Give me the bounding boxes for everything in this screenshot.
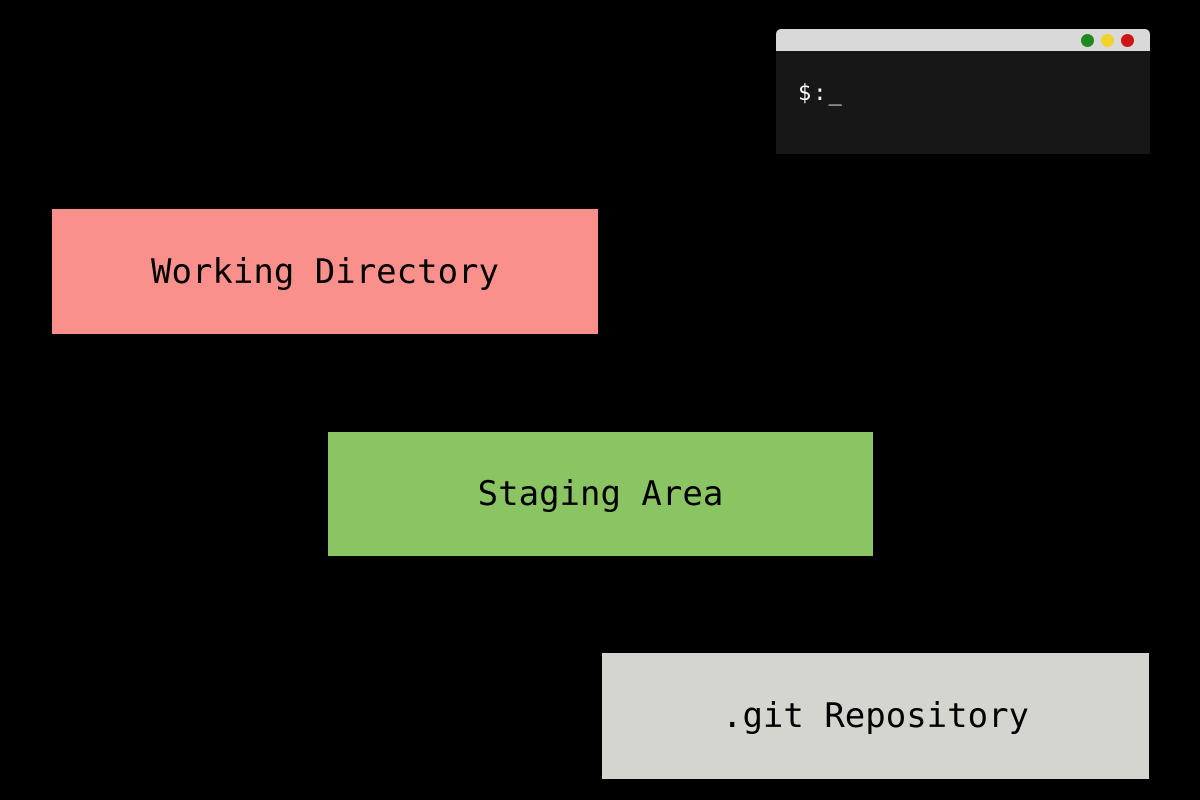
terminal-body: $:_ bbox=[776, 51, 1150, 154]
window-yellow-button-icon bbox=[1101, 33, 1114, 47]
box-staging-area: Staging Area bbox=[328, 432, 873, 556]
window-red-button-icon bbox=[1121, 33, 1134, 47]
terminal-titlebar bbox=[776, 29, 1150, 51]
box-git-repository: .git Repository bbox=[602, 653, 1149, 779]
staging-area-label: Staging Area bbox=[477, 474, 724, 514]
window-green-button-icon bbox=[1081, 33, 1094, 47]
terminal-window: $:_ bbox=[776, 29, 1150, 154]
working-directory-label: Working Directory bbox=[151, 251, 499, 292]
terminal-prompt: $:_ bbox=[798, 81, 844, 106]
box-working-directory: Working Directory bbox=[52, 209, 598, 334]
git-repository-label: .git Repository bbox=[721, 696, 1030, 736]
